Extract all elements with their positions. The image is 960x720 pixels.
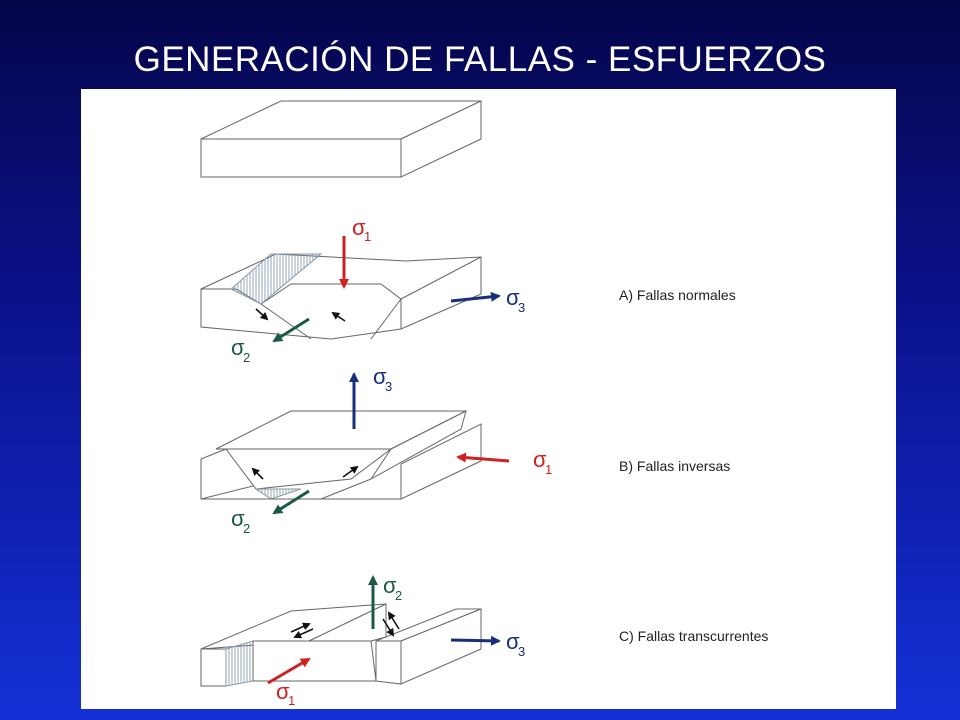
strike-slip-arrows [290,611,400,639]
normal-sigma1-label: σ 1 [352,215,371,244]
reverse-sigma1-arrow [456,452,510,463]
normal-sigma3-arrow [450,291,501,303]
caption-strike-slip-faults: C) Fallas transcurrentes [619,628,769,644]
svg-text:1: 1 [288,693,295,708]
normal-sigma2-arrow [272,317,310,343]
strike-slip-block [200,603,482,687]
caption-normal-faults: A) Fallas normales [619,287,736,303]
svg-text:σ: σ [352,215,366,240]
caption-reverse-faults: B) Fallas inversas [619,458,731,474]
svg-text:σ: σ [533,447,547,472]
strike-sigma3-label: σ 3 [506,629,525,659]
svg-text:σ: σ [373,364,387,389]
reverse-fault-slip-arrows [251,465,359,480]
normal-fault-slip-arrows [255,308,346,322]
normal-fault-block [200,253,482,340]
svg-text:1: 1 [364,229,371,244]
strike-sigma3-arrow [450,635,501,646]
svg-text:3: 3 [518,644,525,659]
reverse-sigma2-arrow [272,489,310,515]
strike-sigma2-label: σ 2 [383,573,402,603]
svg-text:σ: σ [231,335,245,360]
svg-text:2: 2 [243,521,250,536]
diagram-panel: σ 1 σ 3 σ 2 σ 3 [81,89,896,709]
svg-text:σ: σ [506,629,520,654]
svg-text:2: 2 [395,588,402,603]
svg-text:σ: σ [506,285,520,310]
svg-text:σ: σ [231,506,245,531]
reverse-sigma2-label: σ 2 [231,506,250,536]
strike-sigma1-label: σ 1 [276,679,295,708]
reverse-sigma1-label: σ 1 [533,447,552,477]
svg-text:σ: σ [383,573,397,598]
slide-title: GENERACIÓN DE FALLAS - ESFUERZOS [133,40,827,79]
undeformed-block [200,100,482,178]
fault-stress-diagram: σ 1 σ 3 σ 2 σ 3 [200,100,552,708]
svg-text:2: 2 [243,350,250,365]
reverse-fault-block [200,410,482,500]
strike-sigma1-arrow [267,657,311,685]
svg-text:1: 1 [545,462,552,477]
normal-sigma3-label: σ 3 [506,285,525,315]
svg-text:σ: σ [276,679,290,704]
svg-text:3: 3 [385,379,392,394]
svg-text:3: 3 [518,300,525,315]
normal-sigma2-label: σ 2 [231,335,250,365]
reverse-sigma3-label: σ 3 [373,364,392,394]
